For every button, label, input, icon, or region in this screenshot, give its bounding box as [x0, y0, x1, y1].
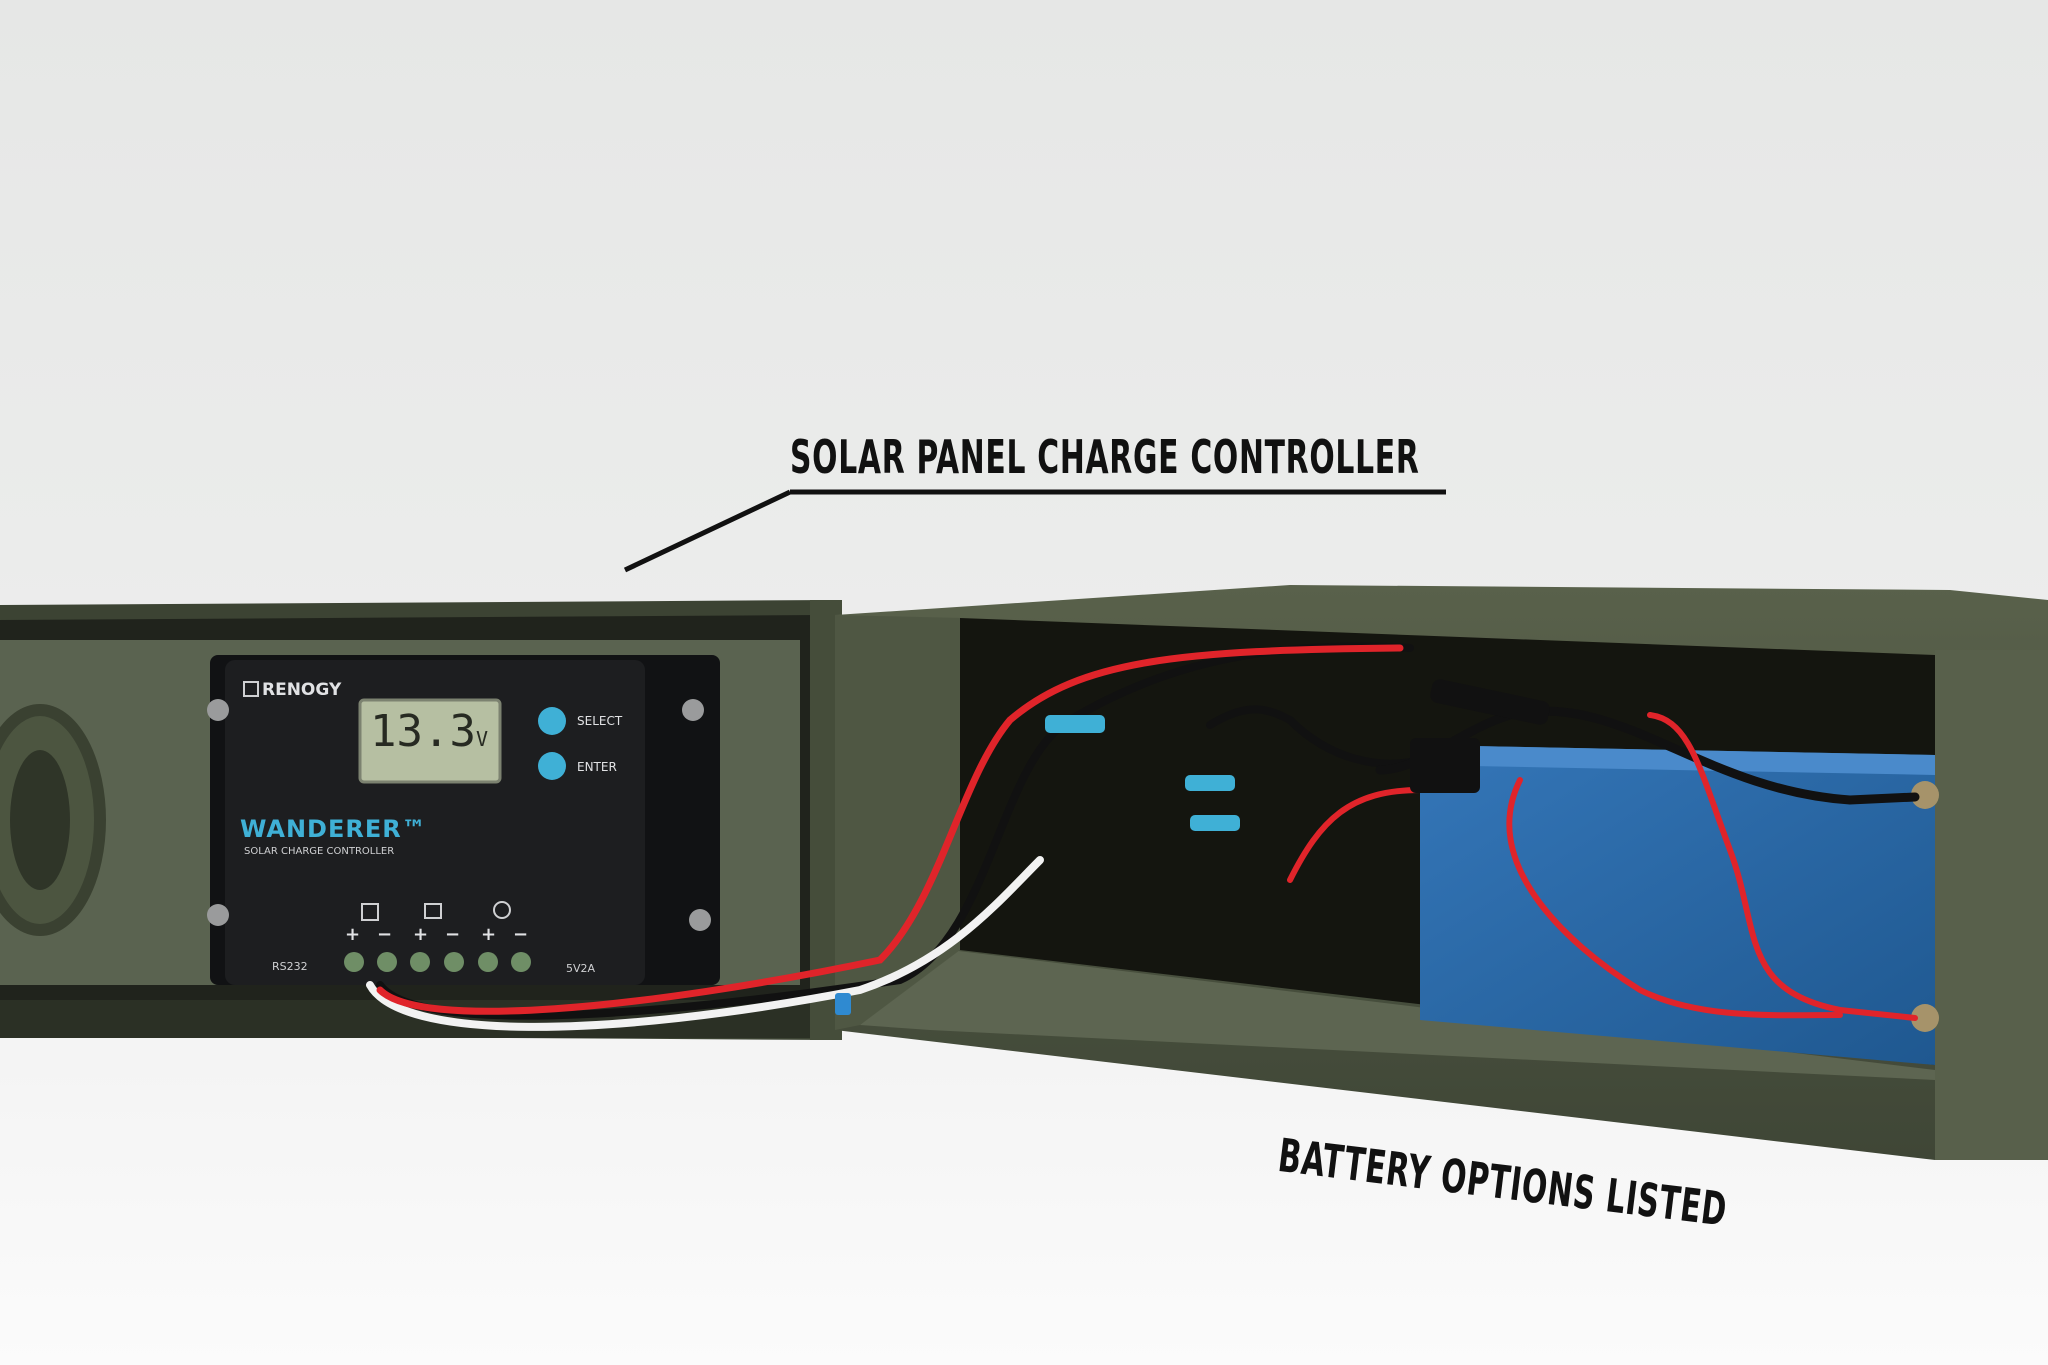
controller-subtitle: SOLAR CHARGE CONTROLLER: [244, 846, 395, 857]
lcd-unit: V: [475, 727, 489, 751]
terminal-sign: −: [445, 924, 461, 945]
wiring: [366, 642, 1920, 1031]
terminal-signs: +−+−+−: [345, 924, 545, 945]
terminal-sign: −: [513, 924, 529, 945]
pointer-line: [623, 489, 792, 573]
charge-controller: [207, 655, 720, 985]
controller-model: WANDERER™: [240, 815, 427, 843]
enter-button-label: ENTER: [577, 760, 617, 774]
port-label-5v2a: 5V2A: [566, 962, 596, 975]
lcd-readout: 13.3V: [370, 706, 488, 757]
select-button-label: SELECT: [577, 714, 623, 728]
lcd-value: 13.3: [370, 706, 476, 757]
spade-connectors: [835, 715, 1240, 1015]
controller-brand: RENOGY: [262, 680, 342, 700]
terminal-sign: −: [377, 924, 393, 945]
terminal-sign: +: [345, 924, 361, 945]
battery: [1420, 745, 1939, 1065]
terminal-sign: +: [413, 924, 429, 945]
port-label-rs232: RS232: [272, 960, 308, 973]
annotation-charge-controller: SOLAR PANEL CHARGE CONTROLLER: [790, 430, 1420, 484]
terminal-sign: +: [481, 924, 497, 945]
